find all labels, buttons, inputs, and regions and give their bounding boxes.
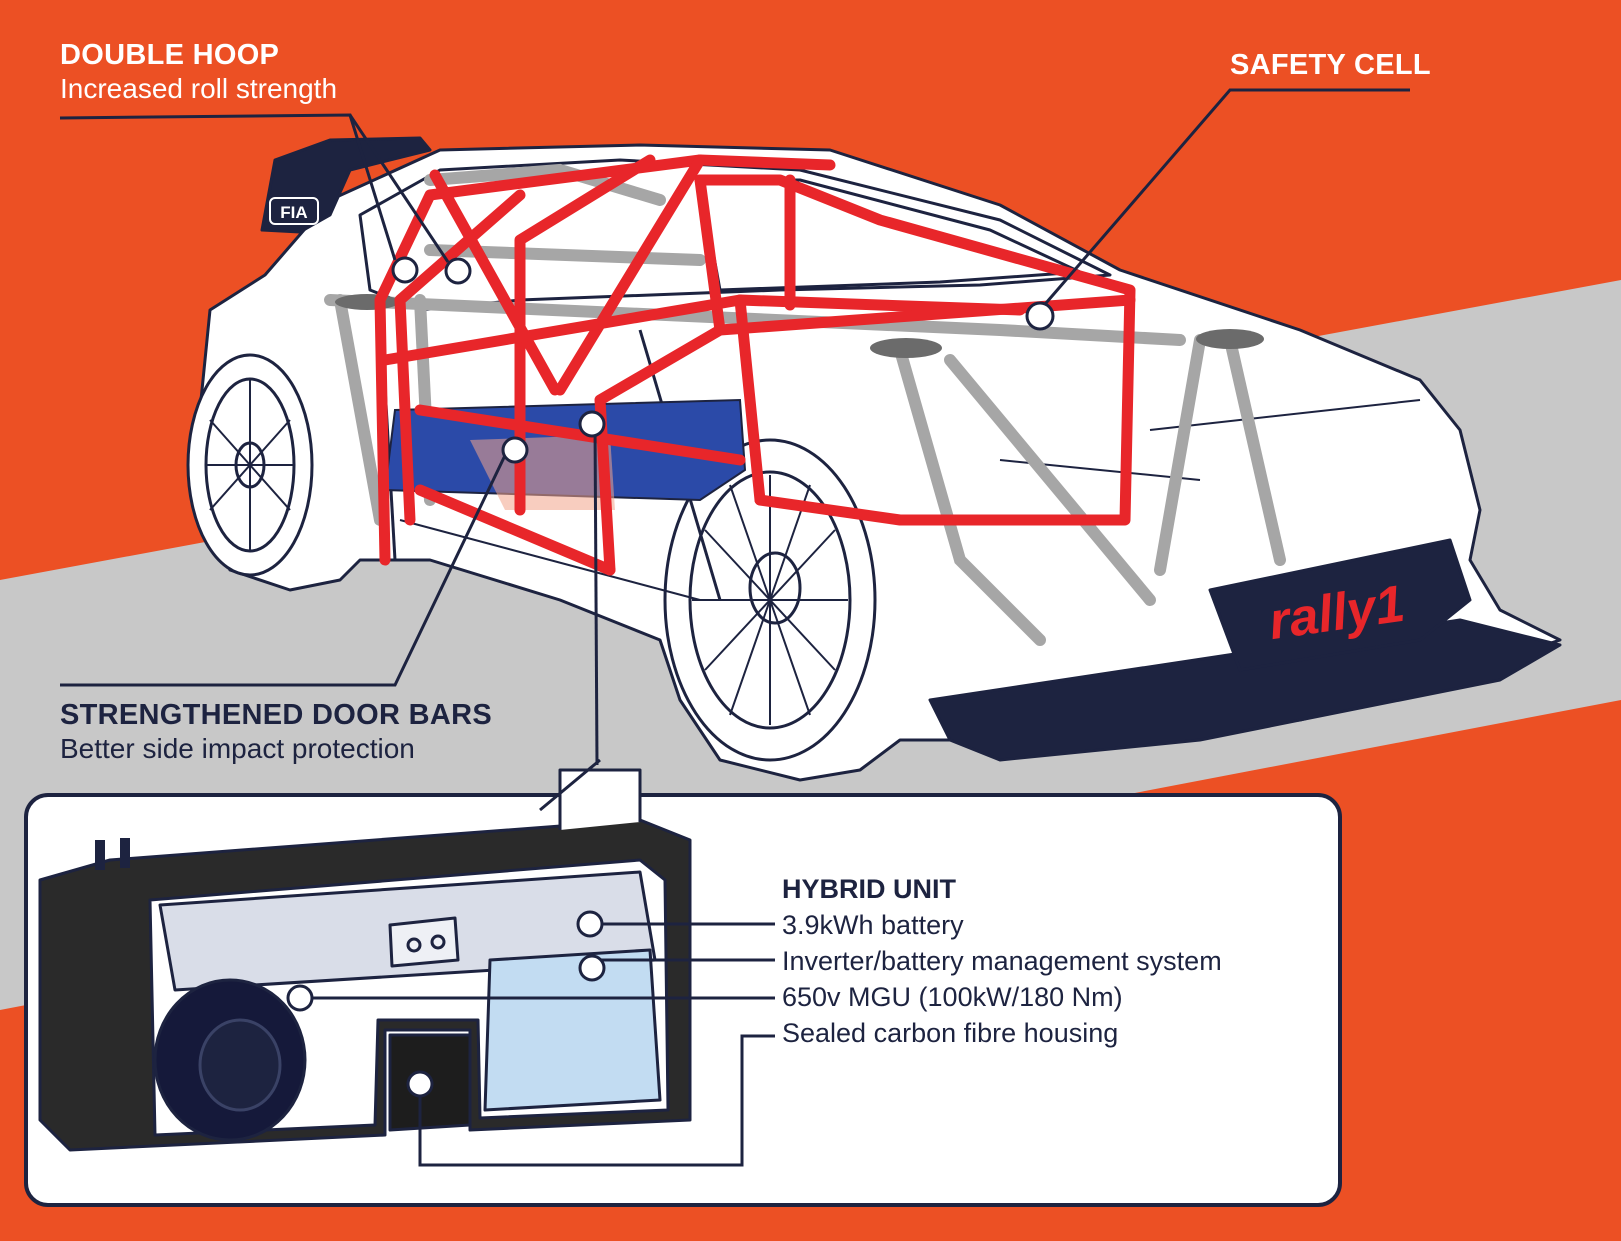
callout-dot-icon xyxy=(501,436,529,464)
hybrid-item-mgu: 650v MGU (100kW/180 Nm) xyxy=(782,982,1123,1012)
callout-dots xyxy=(286,256,1055,1098)
callout-dot-icon xyxy=(576,910,604,938)
door-bars-title: STRENGTHENED DOOR BARS xyxy=(60,699,492,731)
callout-dot-icon xyxy=(391,256,419,284)
hybrid-item-inverter: Inverter/battery management system xyxy=(782,946,1222,976)
safety-cell-label: SAFETY CELL xyxy=(1230,48,1431,82)
callout-dot-icon xyxy=(406,1070,434,1098)
roll-cage xyxy=(374,154,1136,576)
double-hoop-subtitle: Increased roll strength xyxy=(60,73,338,104)
door-bars-subtitle: Better side impact protection xyxy=(60,733,415,764)
hybrid-unit-title: HYBRID UNIT xyxy=(782,874,956,904)
callout-dot-icon xyxy=(444,257,472,285)
callout-dot-icon xyxy=(286,984,314,1012)
callout-dot-icon xyxy=(1025,301,1055,331)
callout-dot-icon xyxy=(578,954,606,982)
hybrid-item-housing: Sealed carbon fibre housing xyxy=(782,1018,1119,1048)
hybrid-unit-label: HYBRID UNIT 3.9kWh battery Inverter/batt… xyxy=(782,871,1222,1051)
leader-lines xyxy=(59,88,1410,1167)
fia-logo-text: FIA xyxy=(280,203,307,222)
suspension-tops xyxy=(335,294,1264,358)
door-bars-label: STRENGTHENED DOOR BARS Better side impac… xyxy=(60,698,492,766)
fia-logo-icon: FIA xyxy=(269,197,319,225)
hybrid-item-battery: 3.9kWh battery xyxy=(782,910,964,940)
wheel-spokes xyxy=(206,380,848,725)
double-hoop-title: DOUBLE HOOP xyxy=(60,39,280,71)
double-hoop-label: DOUBLE HOOP Increased roll strength xyxy=(60,38,337,106)
callout-dot-icon xyxy=(578,410,606,438)
safety-cell-title: SAFETY CELL xyxy=(1230,49,1431,81)
